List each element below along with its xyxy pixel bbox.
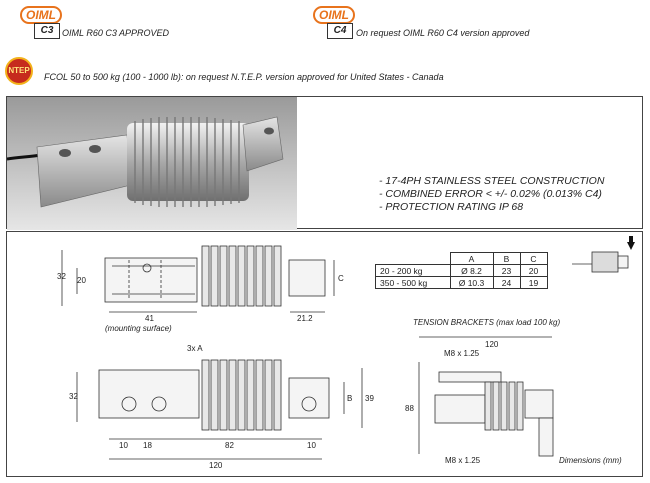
tension-bracket-drawing [418,336,554,457]
oiml-c3-text: OIML R60 C3 APPROVED [62,28,170,38]
dim-120-side: 120 [209,461,223,470]
oiml-logo-word: OIML [20,6,62,24]
table-row: 350 - 500 kg Ø 10.3 24 19 [375,276,548,289]
dim-120-bracket: 120 [485,340,499,349]
dim-c: C [338,274,344,283]
dimension-drawings [61,236,635,460]
spec-item: - PROTECTION RATING IP 68 [379,201,524,213]
side-view [76,359,363,460]
dim-18: 18 [143,441,152,450]
thread-top-label: M8 x 1.25 [444,349,480,358]
oiml-c3-badge: OIML C3 [20,6,64,40]
spec-item: - 17-4PH STAINLESS STEEL CONSTRUCTION [379,175,605,187]
dim-3xa: 3x A [187,344,203,353]
dim-b: B [347,394,353,403]
dim-32-top: 32 [57,272,66,281]
product-photo-panel: - 17-4PH STAINLESS STEEL CONSTRUCTION - … [6,96,643,230]
dim-39: 39 [365,394,374,403]
dim-10-left: 10 [119,441,128,450]
dim-10-right: 10 [307,441,316,450]
thread-bottom-label: M8 x 1.25 [445,456,481,465]
cell-a: Ø 10.3 [449,276,494,289]
oiml-class-label: C4 [327,23,353,39]
spec-item: - COMBINED ERROR < +/- 0.02% (0.013% C4) [379,188,602,200]
cell-b: 23 [492,264,521,277]
mounting-surface-label: (mounting surface) [105,324,172,333]
top-view [61,245,335,313]
dim-32-side: 32 [69,392,78,401]
units-note: Dimensions (mm) [559,456,622,465]
col-header-a: A [449,252,494,265]
oiml-c4-text: On request OIML R60 C4 version approved [356,28,530,38]
cell-range: 20 - 200 kg [375,264,451,277]
dim-41: 41 [145,314,154,323]
technical-drawing-panel: 32 20 41 21.2 C (mounting surface) A B C… [6,231,643,477]
dim-21-2: 21.2 [297,314,313,323]
dimensions-table: A B C 20 - 200 kg Ø 8.2 23 20 350 - 500 … [375,252,548,289]
oiml-logo-word: OIML [313,6,355,24]
ntep-logo: NTEP [5,57,33,85]
bellows [127,117,249,207]
cell-range: 350 - 500 kg [375,276,451,289]
dim-82: 82 [225,441,234,450]
cell-b: 24 [492,276,521,289]
cell-a: Ø 8.2 [449,264,494,277]
ntep-text: FCOL 50 to 500 kg (100 - 1000 lb): on re… [44,72,444,82]
table-row: 20 - 200 kg Ø 8.2 23 20 [375,264,548,277]
oiml-c4-badge: OIML C4 [313,6,357,40]
dim-88: 88 [405,404,414,413]
col-header-b: B [492,252,521,265]
mount-diagram-icon [572,251,629,273]
cell-c: 19 [519,276,548,289]
load-cell-photo [6,97,297,230]
cell-c: 20 [519,264,548,277]
oiml-class-label: C3 [34,23,60,39]
spec-list: - 17-4PH STAINLESS STEEL CONSTRUCTION - … [379,175,604,214]
tension-brackets-title: TENSION BRACKETS (max load 100 kg) [413,318,561,327]
col-header-c: C [519,252,548,265]
dim-20-top: 20 [77,276,86,285]
